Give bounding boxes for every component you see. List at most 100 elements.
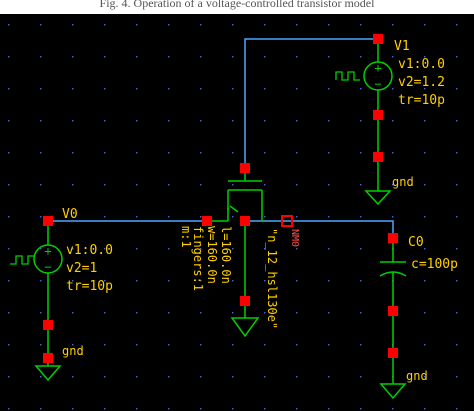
grid-dot (328, 280, 330, 282)
grid-dot (264, 248, 266, 250)
grid-dot (136, 408, 138, 410)
grid-dot (8, 88, 10, 90)
grid-dot (296, 88, 298, 90)
grid-dot (104, 184, 106, 186)
figure-caption: Fig. 4. Operation of a voltage-controlle… (0, 0, 474, 14)
c0-capacitor[interactable] (379, 238, 407, 400)
v1-ground-symbol (364, 157, 392, 206)
grid-dot (424, 280, 426, 282)
grid-dot (360, 88, 362, 90)
grid-dot (456, 120, 458, 122)
pin-v1-gnd (373, 152, 383, 162)
pin-v0-plus (43, 216, 53, 226)
grid-dot (360, 408, 362, 410)
grid-dot (8, 120, 10, 122)
grid-dot (200, 408, 202, 410)
pin-nm0-drain (240, 163, 250, 173)
svg-text:−: − (44, 260, 51, 274)
grid-dot (264, 56, 266, 58)
grid-dot (72, 248, 74, 250)
grid-dots (8, 24, 458, 410)
grid-dot (456, 152, 458, 154)
grid-dot (296, 56, 298, 58)
grid-dot (296, 248, 298, 250)
grid-dot (8, 344, 10, 346)
v0-ground-label: gnd (62, 344, 84, 358)
grid-dot (424, 56, 426, 58)
grid-dot (296, 408, 298, 410)
grid-dot (456, 88, 458, 90)
grid-dot (424, 184, 426, 186)
grid-dot (360, 344, 362, 346)
v1-param-2: v2=1.2 (398, 75, 445, 90)
grid-dot (392, 216, 394, 218)
grid-dot (168, 216, 170, 218)
grid-dot (168, 24, 170, 26)
grid-dot (392, 152, 394, 154)
grid-dot (72, 408, 74, 410)
pin-v0-minus (43, 320, 53, 330)
grid-dot (392, 24, 394, 26)
grid-dot (72, 88, 74, 90)
grid-dot (168, 248, 170, 250)
pin-nm0-source (240, 216, 250, 226)
v0-param-2: v2=1 (66, 261, 97, 276)
grid-dot (200, 88, 202, 90)
grid-dot (136, 120, 138, 122)
v1-param-1: v1:0.0 (398, 57, 445, 72)
grid-dot (8, 152, 10, 154)
grid-dot (104, 376, 106, 378)
grid-dot (40, 344, 42, 346)
grid-dot (232, 216, 234, 218)
grid-dot (360, 120, 362, 122)
grid-dot (424, 216, 426, 218)
grid-dot (200, 24, 202, 26)
grid-dot (72, 184, 74, 186)
grid-dot (456, 376, 458, 378)
svg-text:+: + (44, 244, 51, 258)
pin-nm0-gate (202, 216, 212, 226)
grid-dot (72, 120, 74, 122)
grid-dot (328, 248, 330, 250)
wire-drain (244, 38, 378, 168)
grid-dot (136, 24, 138, 26)
grid-dot (328, 56, 330, 58)
v0-source[interactable]: + − (10, 221, 63, 382)
grid-dot (360, 24, 362, 26)
grid-dot (456, 248, 458, 250)
grid-dot (296, 152, 298, 154)
grid-dot (136, 152, 138, 154)
grid-dot (456, 216, 458, 218)
grid-dot (168, 344, 170, 346)
c0-ground-label: gnd (406, 369, 428, 383)
grid-dot (8, 56, 10, 58)
grid-dot (232, 184, 234, 186)
grid-dot (8, 216, 10, 218)
grid-dot (200, 344, 202, 346)
grid-dot (328, 24, 330, 26)
pin-c0-plus (388, 233, 398, 243)
grid-dot (232, 280, 234, 282)
grid-dot (168, 376, 170, 378)
nm0-param-l: l=160.0n (219, 226, 233, 284)
grid-dot (168, 88, 170, 90)
grid-dot (40, 216, 42, 218)
grid-dot (72, 152, 74, 154)
grid-dot (8, 376, 10, 378)
grid-dot (168, 152, 170, 154)
grid-dot (424, 152, 426, 154)
grid-dot (264, 408, 266, 410)
grid-dot (296, 120, 298, 122)
pin-c0-gnd (388, 348, 398, 358)
grid-dot (264, 312, 266, 314)
nm0-param-fingers: fingers:1 (191, 226, 205, 291)
grid-dot (104, 408, 106, 410)
grid-dot (104, 216, 106, 218)
grid-dot (104, 152, 106, 154)
grid-dot (8, 408, 10, 410)
v0-ground-symbol (34, 358, 62, 382)
grid-dot (232, 152, 234, 154)
nm0-param-m: m:1 (179, 226, 193, 248)
schematic-canvas[interactable]: + − + − (0, 14, 474, 411)
grid-dot (168, 280, 170, 282)
